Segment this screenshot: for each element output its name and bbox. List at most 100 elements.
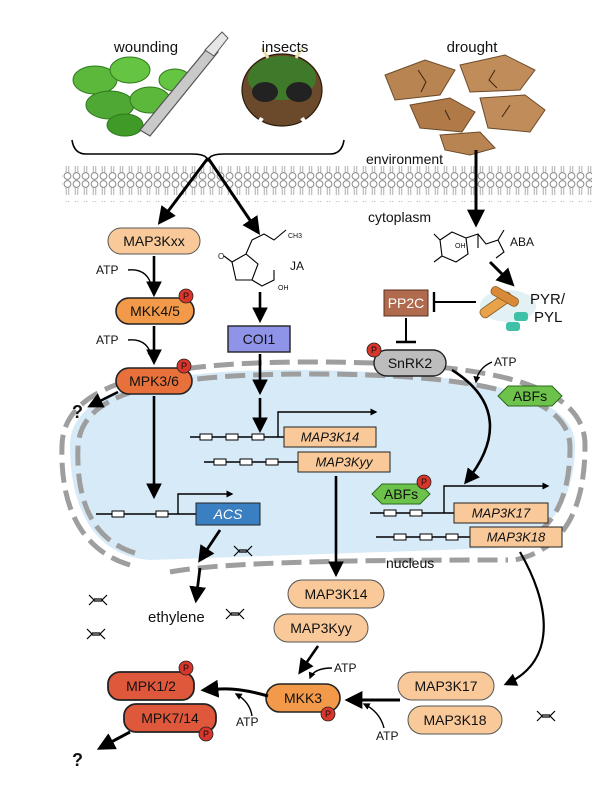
abfs-cytoplasm-box	[497, 385, 563, 407]
acs-gene-label: ACS	[213, 506, 243, 522]
wounding-label: wounding	[113, 39, 178, 56]
map3k14-gene-construct	[190, 408, 378, 441]
ethylene-molecule-icons	[86, 545, 556, 722]
acs-gene-box	[195, 502, 261, 526]
arrow-ethylene-out	[189, 567, 207, 604]
coi1-box	[227, 325, 291, 353]
map3k14-gene-box	[283, 426, 377, 448]
atp-arrow-snrk2	[473, 361, 493, 384]
arrow-map3kyy-to-mkk3	[298, 645, 320, 675]
unknown-target-2: ?	[72, 750, 83, 770]
atp-arrow-mpk	[234, 693, 253, 717]
arrow-mpk-unknown	[96, 730, 131, 750]
ethylene-label: ethylene	[148, 609, 205, 626]
map3k17-gene-label: MAP3K17	[472, 506, 531, 521]
ja-oh-label: OH	[278, 285, 289, 292]
map3kxx-label: MAP3Kxx	[123, 233, 184, 249]
map3k18-gene-construct	[376, 533, 470, 541]
phospho-abfs-label: P	[421, 477, 427, 487]
arrow-genes-to-map3k1718	[503, 551, 545, 686]
cytoplasm-label: cytoplasm	[368, 209, 431, 225]
map3kyy-gene-label: MAP3Kyy	[315, 455, 374, 470]
atp-arrow-1	[127, 269, 155, 290]
arrow-wound-to-map3kxx	[157, 157, 210, 225]
mkk3-box	[265, 683, 341, 713]
atp-label-mkk3-bottom: ATP	[376, 729, 398, 743]
plasma-membrane	[62, 166, 592, 202]
abfs-nucleus-label: ABFs	[384, 486, 418, 502]
atp-arrow-mkk3-bottom	[362, 703, 385, 729]
map3k14-gene-label: MAP3K14	[301, 430, 360, 445]
map3k18-protein-label: MAP3K18	[423, 712, 486, 728]
phospho-mkk3	[320, 706, 336, 722]
mpk36-label: MPK3/6	[129, 373, 179, 389]
pyr-label: PYR/	[530, 291, 566, 308]
map3kxx-box	[107, 227, 201, 255]
map3k18-gene-label: MAP3K18	[487, 530, 546, 545]
phospho-snrk2	[366, 342, 382, 358]
pyr-pyl-receptor-structure	[479, 286, 536, 331]
atp-label-snrk2: ATP	[494, 355, 516, 369]
mkk45-box	[115, 297, 195, 325]
aba-oh-label: OH	[455, 243, 466, 250]
phospho-mkk45	[178, 288, 194, 304]
mkk3-label: MKK3	[284, 690, 322, 706]
atp-label-1: ATP	[96, 263, 118, 277]
map3kyy-protein-box	[273, 613, 369, 643]
stimuli-bracket	[71, 139, 345, 163]
atp-label-mkk3-top: ATP	[334, 661, 356, 675]
nuclear-envelope-outer	[59, 359, 588, 568]
map3k17-gene-construct	[370, 482, 550, 517]
map3k14-protein-box	[287, 579, 385, 609]
mpk12-label: MPK1/2	[126, 678, 176, 694]
ja-molecule-structure	[223, 229, 287, 287]
aba-label: ABA	[510, 235, 534, 249]
mpk714-box	[123, 703, 217, 733]
phospho-mkk3-label: P	[325, 709, 331, 719]
arrow-aba-to-receptor	[488, 260, 515, 287]
acs-gene-construct	[96, 490, 234, 518]
aba-molecule-structure	[433, 229, 505, 263]
nuclear-envelope-inner	[75, 371, 573, 556]
drought-label: drought	[447, 39, 499, 56]
map3kyy-gene-construct	[204, 458, 300, 466]
atp-label-2: ATP	[96, 333, 118, 347]
ja-ch3-label: CH3	[288, 233, 302, 240]
phospho-mkk45-label: P	[183, 291, 189, 301]
pp2c-label: PP2C	[388, 295, 425, 311]
map3k18-protein-box	[407, 705, 503, 735]
snrk2-label: SnRK2	[388, 355, 433, 371]
mpk714-label: MPK7/14	[141, 710, 199, 726]
phospho-abfs	[416, 474, 432, 490]
nucleus-label: nucleus	[386, 555, 434, 571]
arrow-snrk2-to-abfs	[451, 368, 492, 485]
map3k17-protein-label: MAP3K17	[414, 678, 477, 694]
phospho-mpk36	[176, 358, 192, 374]
ja-label: JA	[290, 259, 304, 273]
mkk45-label: MKK4/5	[130, 303, 180, 319]
atp-arrow-2	[127, 339, 155, 360]
mpk36-box	[115, 367, 193, 395]
unknown-target-1: ?	[72, 402, 83, 422]
insect-illustration	[241, 47, 323, 130]
coi1-label: COI1	[243, 331, 276, 347]
pp2c-box	[383, 289, 429, 317]
map3k17-gene-box	[453, 502, 549, 524]
atp-label-mpk: ATP	[236, 715, 258, 729]
phospho-mpk36-label: P	[181, 361, 187, 371]
phospho-mpk714	[198, 726, 214, 742]
phospho-mpk714-label: P	[203, 729, 209, 739]
arrow-acs-to-ethylene	[198, 529, 222, 563]
map3k14-protein-label: MAP3K14	[304, 586, 367, 602]
snrk2-box	[373, 349, 447, 377]
arrow-mpk36-unknown	[87, 390, 119, 408]
insects-label: insects	[262, 39, 309, 56]
phospho-mpk12	[178, 660, 194, 676]
atp-arrow-mkk3-top	[308, 667, 333, 680]
ja-o-label: O	[218, 252, 224, 261]
phospho-mpk12-label: P	[183, 663, 189, 673]
map3k17-protein-box	[397, 671, 495, 701]
map3k18-gene-box	[469, 526, 563, 548]
environment-label: environment	[366, 151, 443, 167]
